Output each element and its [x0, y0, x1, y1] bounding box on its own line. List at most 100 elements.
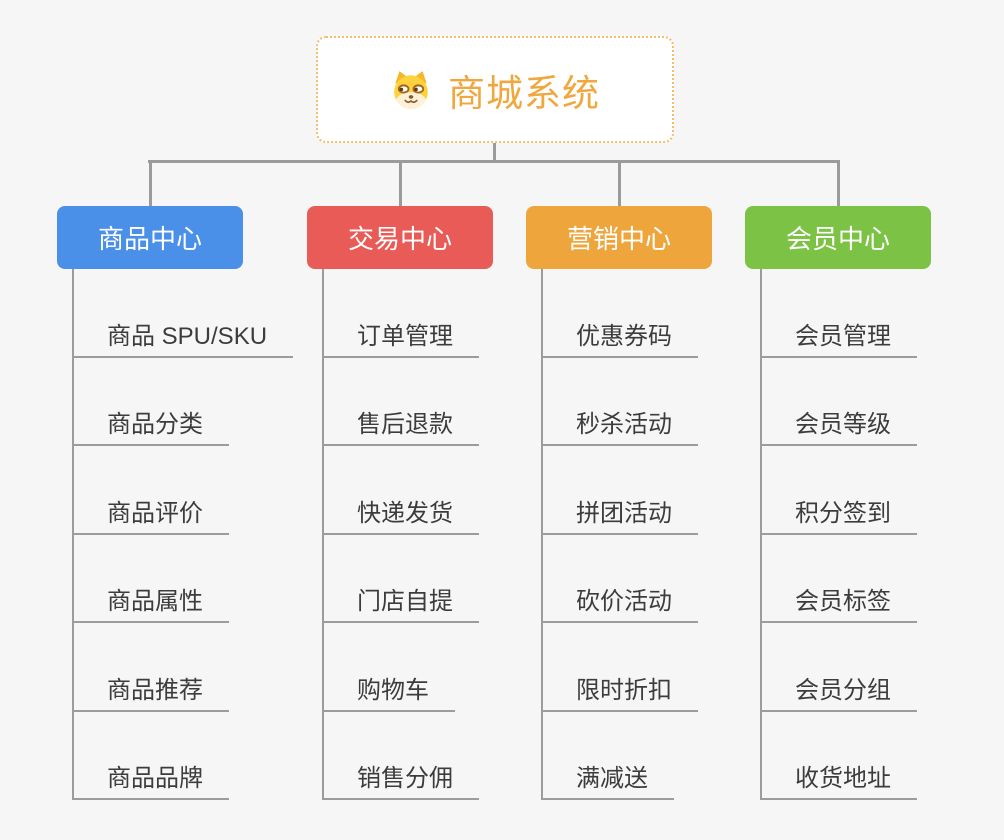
branch-label: 会员中心 — [785, 224, 890, 254]
child-row: 限时折扣 — [541, 623, 698, 712]
child-label: 限时折扣 — [576, 676, 672, 704]
child-label: 优惠券码 — [576, 322, 672, 350]
child-row: 销售分佣 — [322, 712, 479, 800]
child-label: 快递发货 — [357, 499, 453, 527]
child-node[interactable]: 会员标签 — [760, 588, 917, 623]
child-node[interactable]: 商品 SPU/SKU — [72, 322, 294, 358]
child-label: 会员分组 — [795, 676, 891, 704]
child-row: 商品品牌 — [72, 712, 293, 800]
connector-branch-trunk — [322, 269, 324, 800]
child-node[interactable]: 满减送 — [541, 765, 674, 800]
branch-node[interactable]: 交易中心 — [307, 206, 493, 269]
branch-node[interactable]: 营销中心 — [526, 206, 712, 269]
child-label: 拼团活动 — [576, 499, 672, 527]
connector-branch-drop — [148, 160, 152, 206]
child-row: 会员等级 — [760, 358, 917, 446]
child-node[interactable]: 优惠券码 — [541, 323, 698, 358]
child-label: 秒杀活动 — [576, 411, 672, 439]
child-row: 快递发货 — [322, 446, 479, 535]
child-row: 优惠券码 — [541, 269, 698, 358]
child-label: 商品 SPU/SKU — [107, 322, 268, 350]
child-label: 积分签到 — [795, 499, 891, 527]
branch-children: 优惠券码 秒杀活动 拼团活动 砍价活动 限时折扣 — [541, 269, 698, 800]
child-node[interactable]: 快递发货 — [322, 500, 479, 535]
child-row: 会员分组 — [760, 623, 917, 712]
connector-root-vertical — [493, 143, 496, 163]
connector-branch-trunk — [72, 269, 74, 800]
connector-branch-drop — [398, 160, 402, 206]
child-node[interactable]: 秒杀活动 — [541, 411, 698, 446]
child-node[interactable]: 销售分佣 — [322, 765, 479, 800]
child-node[interactable]: 会员管理 — [760, 323, 917, 358]
branch-node[interactable]: 会员中心 — [745, 206, 931, 269]
dog-face-icon — [394, 70, 428, 109]
child-node[interactable]: 门店自提 — [322, 588, 479, 623]
connector-branch-trunk — [541, 269, 543, 800]
branch-label: 营销中心 — [566, 224, 671, 254]
branch-column: 会员中心 会员管理 会员等级 积分签到 会员标签 — [745, 206, 931, 800]
child-label: 会员标签 — [795, 588, 891, 616]
child-label: 满减送 — [576, 765, 648, 793]
child-node[interactable]: 商品属性 — [72, 588, 229, 623]
child-label: 销售分佣 — [357, 765, 453, 793]
child-label: 商品分类 — [107, 411, 203, 439]
child-node[interactable]: 收货地址 — [760, 765, 917, 800]
child-label: 商品推荐 — [107, 676, 203, 704]
child-node[interactable]: 商品推荐 — [72, 677, 229, 712]
branch-children: 订单管理 售后退款 快递发货 门店自提 购物车 销 — [322, 269, 479, 800]
branch-column: 营销中心 优惠券码 秒杀活动 拼团活动 砍价活动 — [526, 206, 712, 800]
child-row: 会员管理 — [760, 269, 917, 358]
branch-column: 商品中心 商品 SPU/SKU 商品分类 商品评价 商品属性 — [57, 206, 294, 800]
connector-horizontal-bus — [148, 160, 840, 163]
child-row: 购物车 — [322, 623, 479, 712]
child-node[interactable]: 订单管理 — [322, 323, 479, 358]
child-label: 购物车 — [357, 676, 429, 704]
child-node[interactable]: 购物车 — [322, 677, 455, 712]
child-row: 秒杀活动 — [541, 358, 698, 446]
child-node[interactable]: 会员等级 — [760, 411, 917, 446]
child-row: 拼团活动 — [541, 446, 698, 535]
child-label: 商品评价 — [107, 499, 203, 527]
child-row: 订单管理 — [322, 269, 479, 358]
child-row: 积分签到 — [760, 446, 917, 535]
child-node[interactable]: 限时折扣 — [541, 677, 698, 712]
child-label: 商品品牌 — [107, 765, 203, 793]
child-row: 商品评价 — [72, 446, 293, 535]
connector-branch-drop — [617, 160, 621, 206]
child-row: 会员标签 — [760, 535, 917, 623]
child-row: 商品分类 — [72, 358, 293, 446]
branch-label: 交易中心 — [347, 224, 452, 254]
child-label: 订单管理 — [357, 322, 453, 350]
child-label: 会员等级 — [795, 411, 891, 439]
branch-column: 交易中心 订单管理 售后退款 快递发货 门店自提 — [307, 206, 493, 800]
child-row: 门店自提 — [322, 535, 479, 623]
child-row: 商品 SPU/SKU — [72, 269, 294, 358]
child-node[interactable]: 商品评价 — [72, 500, 229, 535]
child-node[interactable]: 砍价活动 — [541, 588, 698, 623]
child-label: 砍价活动 — [576, 588, 672, 616]
child-node[interactable]: 售后退款 — [322, 411, 479, 446]
child-label: 会员管理 — [795, 322, 891, 350]
child-node[interactable]: 积分签到 — [760, 500, 917, 535]
branch-node[interactable]: 商品中心 — [57, 206, 243, 269]
child-node[interactable]: 拼团活动 — [541, 500, 698, 535]
child-row: 售后退款 — [322, 358, 479, 446]
root-node[interactable]: 商城系统 — [316, 36, 674, 143]
child-row: 收货地址 — [760, 712, 917, 800]
child-node[interactable]: 商品分类 — [72, 411, 229, 446]
child-label: 售后退款 — [357, 411, 453, 439]
child-label: 商品属性 — [107, 588, 203, 616]
child-label: 门店自提 — [357, 588, 453, 616]
child-row: 满减送 — [541, 712, 698, 800]
connector-branch-drop — [836, 160, 840, 206]
branch-children: 商品 SPU/SKU 商品分类 商品评价 商品属性 商品推荐 — [72, 269, 294, 800]
branch-children: 会员管理 会员等级 积分签到 会员标签 会员分组 — [760, 269, 917, 800]
child-row: 商品推荐 — [72, 623, 293, 712]
root-title: 商城系统 — [448, 72, 600, 114]
child-row: 商品属性 — [72, 535, 293, 623]
child-label: 收货地址 — [795, 765, 891, 793]
child-node[interactable]: 会员分组 — [760, 677, 917, 712]
child-node[interactable]: 商品品牌 — [72, 765, 229, 800]
connector-branch-trunk — [760, 269, 762, 800]
